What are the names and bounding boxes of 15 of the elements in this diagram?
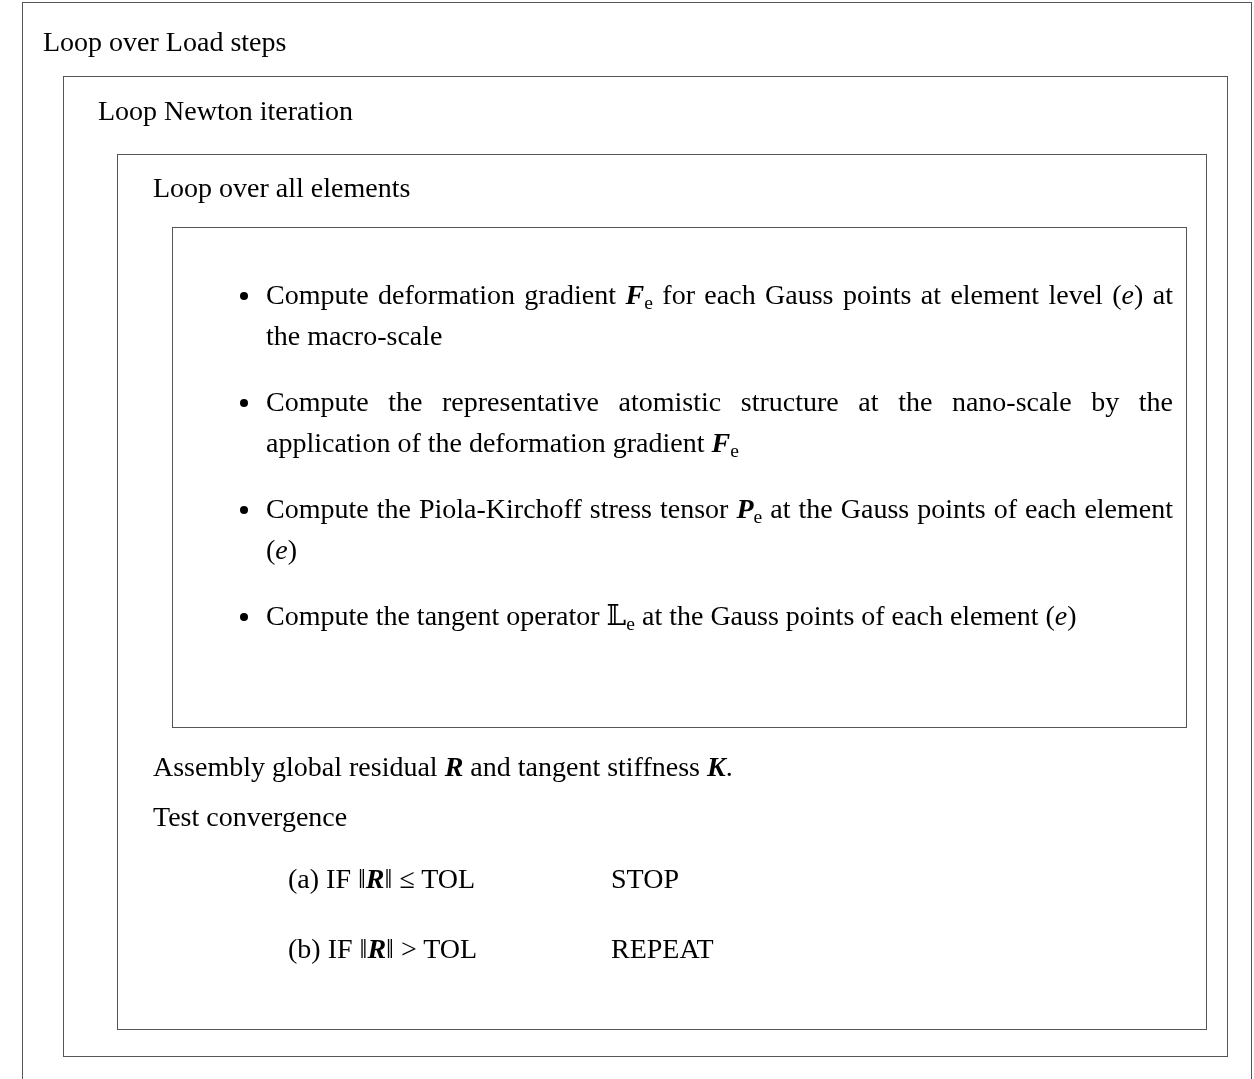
action-text: REPEAT [611,932,714,966]
step-text: Assembly global residual R and tangent stiffness K. [153,750,733,784]
loop-heading: Loop over Load steps [43,25,287,59]
bullet-text: Compute the tangent operator 𝕃$_{e}$ at the Gauss points of each element (e) [266,599,1078,636]
bullet-text: Compute the Piola-Kirchoff stress tensor P$_{e}$ at the Gauss points of each element (e) [266,492,1173,567]
action-text: STOP [611,862,679,896]
loop-heading: Loop over all elements [153,171,411,205]
bullet-text: Compute deformation gradient F$_{e}$ for each Gauss points at element level (e) at the macro-scale [266,278,1173,353]
step-text: Test convergence [153,800,348,834]
loop-box [117,154,1207,1030]
condition-text: (a) IF ‖R‖ ≤ TOL [288,862,476,896]
condition-text: (b) IF ‖R‖ > TOL [288,932,478,966]
steps-box [172,227,1187,728]
loop-heading: Loop Newton iteration [98,94,354,128]
bullet-text: Compute the representative atomistic structure at the nano-scale by the application of the deformation gradient F$_{e}$ [266,385,1173,463]
